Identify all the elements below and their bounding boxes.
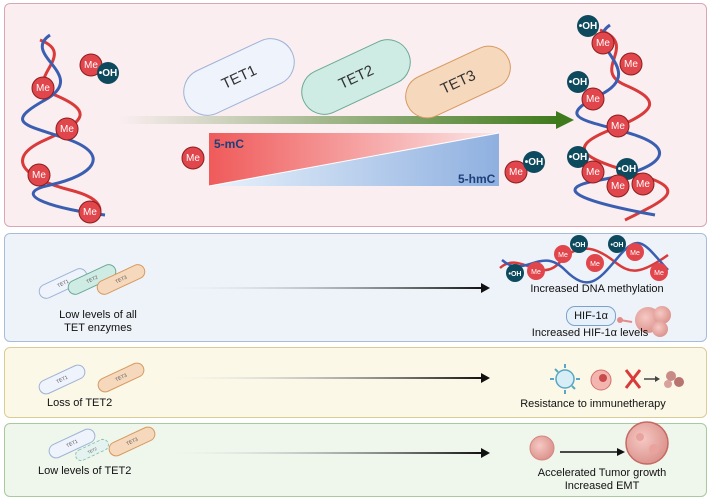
oh-circle: [506, 264, 524, 282]
me-label: Me: [32, 170, 46, 181]
hif1a-badge: HIF-1α: [566, 306, 616, 326]
t-cell-icon: [550, 364, 580, 394]
cancer-cell-icon: [590, 369, 612, 391]
me-label: Me: [654, 270, 664, 277]
methyl-groups-left: [27, 53, 119, 224]
row2-condition: Loss of TET2: [47, 397, 113, 409]
tet-oxidation-panel: [4, 3, 707, 227]
me-circle: [27, 163, 51, 187]
row1-outcome-methylation: Increased DNA methylation: [530, 283, 664, 295]
me-circle: [55, 117, 79, 141]
oh-label: •OH: [508, 271, 522, 278]
me-label: Me: [636, 179, 650, 190]
oh-label: •OH: [98, 68, 118, 79]
me-circle: [581, 87, 605, 111]
me-circle: [504, 160, 528, 184]
dead-cell-icon: [644, 371, 684, 388]
oxidation-arrow: [118, 111, 574, 129]
me-label: Me: [590, 261, 600, 268]
row-arrow-3: [160, 448, 490, 458]
oh-label: •OH: [568, 77, 588, 88]
me-label: Me: [596, 38, 610, 49]
row3-condition: Low levels of TET2: [38, 465, 132, 477]
me-circle: [181, 146, 205, 170]
me-label: Me: [611, 181, 625, 192]
me-circle: [606, 114, 630, 138]
row-arrow-2: [160, 373, 490, 383]
me-label: Me: [611, 121, 625, 132]
5mc-label: 5-mC: [214, 137, 245, 151]
me-circle: [619, 52, 643, 76]
me-label: Me: [531, 269, 541, 276]
me-label: Me: [624, 59, 638, 70]
oh-label: •OH: [610, 242, 624, 249]
row1-condition-line2: TET enzymes: [64, 322, 132, 334]
me-circle: [581, 160, 605, 184]
blocked-x-icon: [624, 369, 642, 389]
row1-outcome-hif: Increased HIF-1α levels: [531, 327, 649, 339]
oh-circle: [608, 235, 626, 253]
me-circle: [591, 31, 615, 55]
oh-circle: [577, 15, 599, 37]
oh-circle: [570, 235, 588, 253]
large-tumor-icon: [625, 421, 669, 465]
tumor-cell-cluster-icon: [617, 306, 671, 337]
me-circle: [78, 200, 102, 224]
me-circle: [650, 263, 668, 281]
oh-label: •OH: [568, 152, 588, 163]
oh-label: •OH: [617, 164, 637, 175]
row-arrow-1: [160, 283, 490, 293]
me-label: Me: [84, 60, 98, 71]
5mc-5hmc-gradient: [208, 132, 500, 187]
me-circle: [527, 262, 545, 280]
row3-outcome-line2: Increased EMT: [564, 480, 640, 492]
me-label: Me: [83, 207, 97, 218]
me-circle: [626, 243, 644, 261]
oh-label: •OH: [572, 242, 586, 249]
small-tumor-icon: [529, 435, 555, 461]
me-label: Me: [60, 124, 74, 135]
oh-circle: [567, 146, 589, 168]
oh-circle: [567, 71, 589, 93]
me-circle: [606, 174, 630, 198]
me-label: Me: [36, 83, 50, 94]
oh-circle: [97, 62, 119, 84]
oh-circle: [616, 158, 638, 180]
me-label: Me: [586, 167, 600, 178]
5hmc-label: 5-hmC: [458, 172, 496, 186]
me-circle: [31, 76, 55, 100]
modified-groups-right: [567, 15, 655, 198]
me-label: Me: [630, 250, 640, 257]
methylated-dna-icon: [499, 235, 669, 284]
row1-condition-line1: Low levels of all: [59, 309, 137, 321]
me-label: Me: [186, 153, 200, 164]
me-circle: [631, 172, 655, 196]
me-circle: [554, 245, 572, 263]
me-circle: [586, 254, 604, 272]
me-label: Me: [509, 167, 523, 178]
oh-circle: [523, 151, 545, 173]
me-label: Me: [586, 94, 600, 105]
row2-outcome: Resistance to immunetherapy: [520, 398, 666, 410]
growth-arrow: [560, 448, 625, 456]
oh-label: •OH: [578, 21, 598, 32]
row3-outcome-line1: Accelerated Tumor growth: [537, 467, 667, 479]
me-label: Me: [558, 252, 568, 259]
oh-label: •OH: [524, 157, 544, 168]
tet2-low-panel: [4, 423, 707, 497]
